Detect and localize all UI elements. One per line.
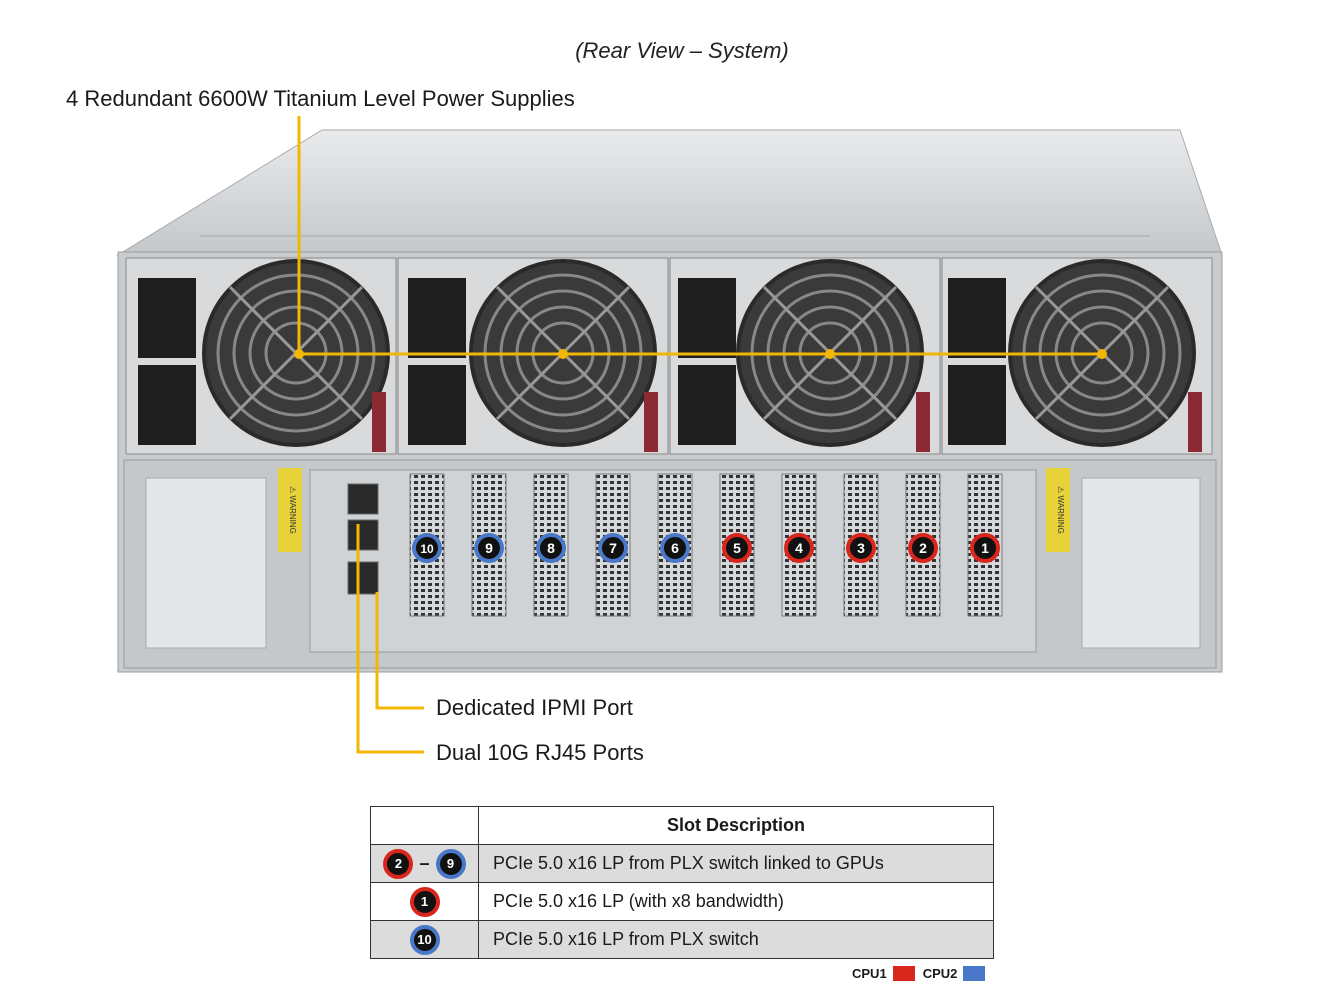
diagram-title: (Rear View – System) [575,38,789,63]
slot-badge-ring [474,533,504,563]
slot-badge-4: 4 [784,533,814,563]
psu-release-tab [1188,392,1202,452]
warning-text: ⚠ WARNING [1056,486,1065,534]
power-inlet [408,278,466,358]
table-header-empty [370,806,479,845]
slot-badge-1: 1 [970,533,1000,563]
ipmi-port [347,561,379,595]
power-inlet [138,365,196,445]
legend-cpu2-swatch [963,966,986,981]
table-header-row: Slot Description [370,806,994,845]
callout-lines [297,116,1102,754]
psu-release-tab [644,392,658,452]
slot-badge-number: 7 [609,540,617,556]
table-row: 2–9 PCIe 5.0 x16 LP from PLX switch link… [370,844,994,883]
slot-badge-number: 4 [795,540,803,556]
slot-badge-ring [722,533,752,563]
slot-badge-ring [412,533,442,563]
callout-rj45-ports: Dual 10G RJ45 Ports [436,740,644,765]
slot-badge-number: 2 [919,540,927,556]
slot-badge-3: 3 [846,533,876,563]
slot-badge: 10 [409,924,440,955]
slot-badge-number: 5 [733,540,741,556]
range-dash: – [419,853,430,873]
power-inlet [408,365,466,445]
rj45-port [347,519,379,551]
side-panel-left [145,477,267,649]
rj45-port [347,483,379,515]
slot-range-cell: 2–9 [370,844,479,883]
legend-cpu1-swatch [892,966,915,981]
legend-cpu1-label: CPU1 [852,966,887,981]
legend-cpu2-label: CPU2 [922,966,958,981]
table-row: 1 PCIe 5.0 x16 LP (with x8 bandwidth) [370,882,994,921]
slot-badge-ring [970,533,1000,563]
callout-power-supplies: 4 Redundant 6600W Titanium Level Power S… [66,86,575,111]
slot-badge-ring [598,533,628,563]
callout-dots [294,349,1107,359]
slot-description: PCIe 5.0 x16 LP (with x8 bandwidth) [478,882,994,921]
slot-badge-number: 8 [547,540,555,556]
slot-badge-9: 9 [474,533,504,563]
slot-badge-6: 6 [660,533,690,563]
callout-line-rj45 [356,524,424,754]
slot-description-table: Slot Description 2–9 PCIe 5.0 x16 LP fro… [370,806,994,959]
slot-badge-8: 8 [536,533,566,563]
cpu-legend: CPU1 CPU2 [852,966,993,981]
table-header: Slot Description [478,806,994,845]
slot-badge-2: 2 [908,533,938,563]
slot-badge: 9 [435,848,466,879]
warning-sticker [278,468,302,552]
power-inlet [948,278,1006,358]
slot-badge: 1 [409,886,440,917]
psu-release-tab [916,392,930,452]
power-inlet [948,365,1006,445]
slot-badge-7: 7 [598,533,628,563]
warning-sticker [1046,468,1070,552]
slot-badge-10: 10 [412,533,442,563]
callout-ipmi-port: Dedicated IPMI Port [436,695,633,720]
psu-release-tab [372,392,386,452]
slot-badge-ring [536,533,566,563]
table-row: 10 PCIe 5.0 x16 LP from PLX switch [370,920,994,959]
power-inlet [678,278,736,358]
slot-badge-ring [908,533,938,563]
warning-text: ⚠ WARNING [288,486,297,534]
slot-badge-ring [784,533,814,563]
slot-badge-ring [660,533,690,563]
slot-badge-number: 3 [857,540,865,556]
slot-badge: 2 [383,848,414,879]
slot-cell: 10 [370,920,479,959]
slot-badge-5: 5 [722,533,752,563]
slot-badges: 10 9 8 7 6 5 4 3 2 1 [412,533,1000,563]
power-inlet [138,278,196,358]
power-inlet [678,365,736,445]
callout-line-ipmi [375,592,424,710]
slot-badge-number: 10 [420,542,434,556]
slot-cell: 1 [370,882,479,921]
slot-description: PCIe 5.0 x16 LP from PLX switch [478,920,994,959]
slot-badge-number: 1 [981,540,989,556]
slot-badge-ring [846,533,876,563]
slot-description: PCIe 5.0 x16 LP from PLX switch linked t… [478,844,994,883]
side-panel-right [1081,477,1201,649]
slot-badge-number: 6 [671,540,679,556]
slot-badge-number: 9 [485,540,493,556]
